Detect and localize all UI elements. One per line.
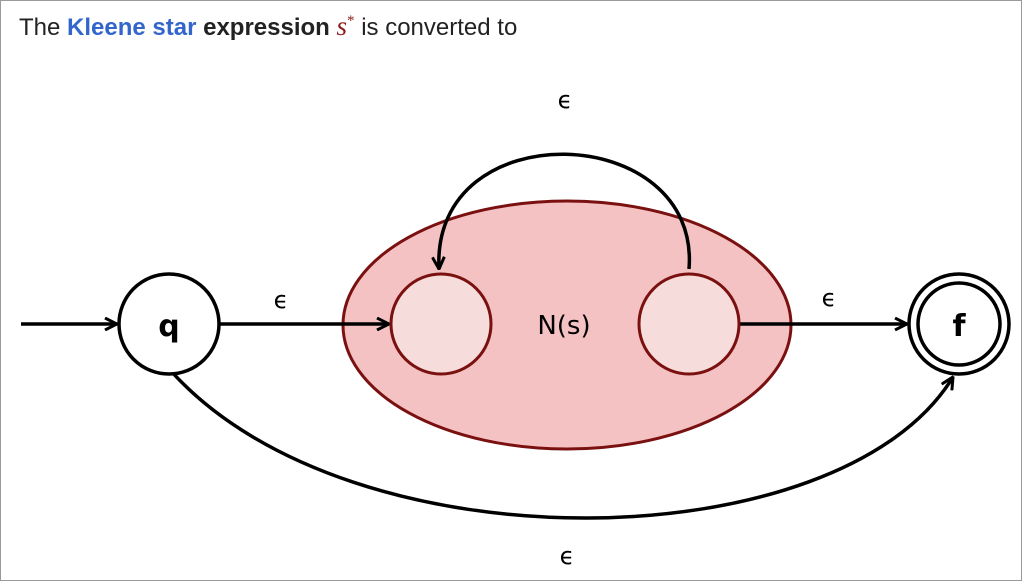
transition-loop-back [439,152,691,269]
caption-prefix: The [19,14,68,41]
caption: The Kleene star expression s* is convert… [19,11,517,42]
inner-end-state [637,272,741,376]
math-symbol: s [336,11,348,41]
epsilon-label-q-to-f: ϵ [560,542,575,570]
epsilon-label-loop: ϵ [558,86,573,114]
caption-suffix: is converted to [361,14,518,41]
caption-bold-word: expression [203,14,330,41]
epsilon-label-q-to-inner: ϵ [274,286,289,314]
epsilon-label-inner-to-f: ϵ [822,284,837,312]
state-f-label: f [952,309,966,344]
state-q-circle [117,272,221,376]
state-f-inner-circle [916,281,1002,367]
math-expression: s* [337,11,355,41]
transition-q-to-f [169,369,953,520]
inner-start-state [389,272,493,376]
kleene-star-link[interactable]: Kleene star [67,14,197,41]
subautomaton-label: N(s) [537,311,590,341]
math-superscript: * [347,13,355,29]
state-q-label: q [158,309,179,344]
